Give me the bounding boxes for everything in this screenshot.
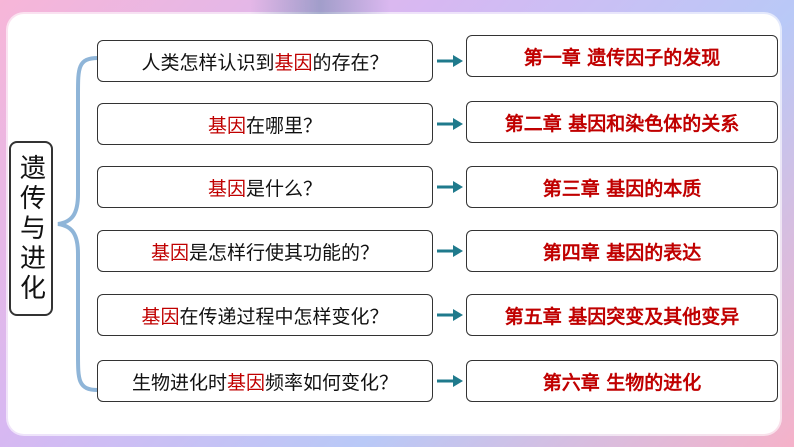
question-text: 频率如何变化？ — [265, 371, 399, 394]
question-box-3: 基因是什么？ — [97, 166, 433, 208]
arrow-right-icon — [437, 181, 463, 193]
question-box-4: 基因是怎样行使其功能的？ — [97, 230, 433, 272]
question-text: 人类怎样认识到 — [141, 51, 275, 74]
chapter-title: 第一章 遗传因子的发现 — [523, 46, 721, 69]
chapter-title: 第三章 基因的本质 — [542, 177, 702, 200]
side-title: 遗传与进化 — [15, 153, 46, 304]
question-highlight: 基因 — [226, 371, 265, 394]
chapter-box-5: 第五章 基因突变及其他变异 — [466, 294, 778, 336]
header-decoration — [250, 0, 390, 14]
question-highlight: 基因 — [207, 177, 246, 200]
arrow-right-icon — [437, 309, 463, 321]
question-box-2: 基因在哪里？ — [97, 103, 433, 145]
question-text: 是怎样行使其功能的？ — [189, 241, 380, 264]
chapter-title: 第二章 基因和染色体的关系 — [504, 112, 740, 135]
chapter-box-1: 第一章 遗传因子的发现 — [466, 35, 778, 77]
question-text: 在传递过程中怎样变化？ — [179, 305, 389, 328]
chapter-box-3: 第三章 基因的本质 — [466, 166, 778, 208]
question-highlight: 基因 — [207, 114, 246, 137]
question-highlight: 基因 — [274, 51, 313, 74]
chapter-title: 第五章 基因突变及其他变异 — [504, 305, 740, 328]
question-text: 的存在？ — [312, 51, 389, 74]
chapter-box-2: 第二章 基因和染色体的关系 — [466, 101, 778, 143]
side-title-box: 遗传与进化 — [9, 141, 53, 316]
question-box-6: 生物进化时基因频率如何变化？ — [97, 360, 433, 402]
arrow-right-icon — [437, 118, 463, 130]
chapter-box-4: 第四章 基因的表达 — [466, 230, 778, 272]
arrow-right-icon — [437, 245, 463, 257]
chapter-box-6: 第六章 生物的进化 — [466, 360, 778, 402]
chapter-title: 第四章 基因的表达 — [542, 241, 702, 264]
question-highlight: 基因 — [150, 241, 189, 264]
question-text: 是什么？ — [246, 177, 323, 200]
question-box-5: 基因在传递过程中怎样变化？ — [97, 294, 433, 336]
chapter-title: 第六章 生物的进化 — [542, 371, 702, 394]
arrow-right-icon — [437, 375, 463, 387]
question-highlight: 基因 — [141, 305, 180, 328]
question-text: 在哪里？ — [246, 114, 323, 137]
brace-icon — [57, 56, 100, 392]
arrow-right-icon — [437, 55, 463, 67]
question-text: 生物进化时 — [131, 371, 227, 394]
question-box-1: 人类怎样认识到基因的存在？ — [97, 40, 433, 82]
